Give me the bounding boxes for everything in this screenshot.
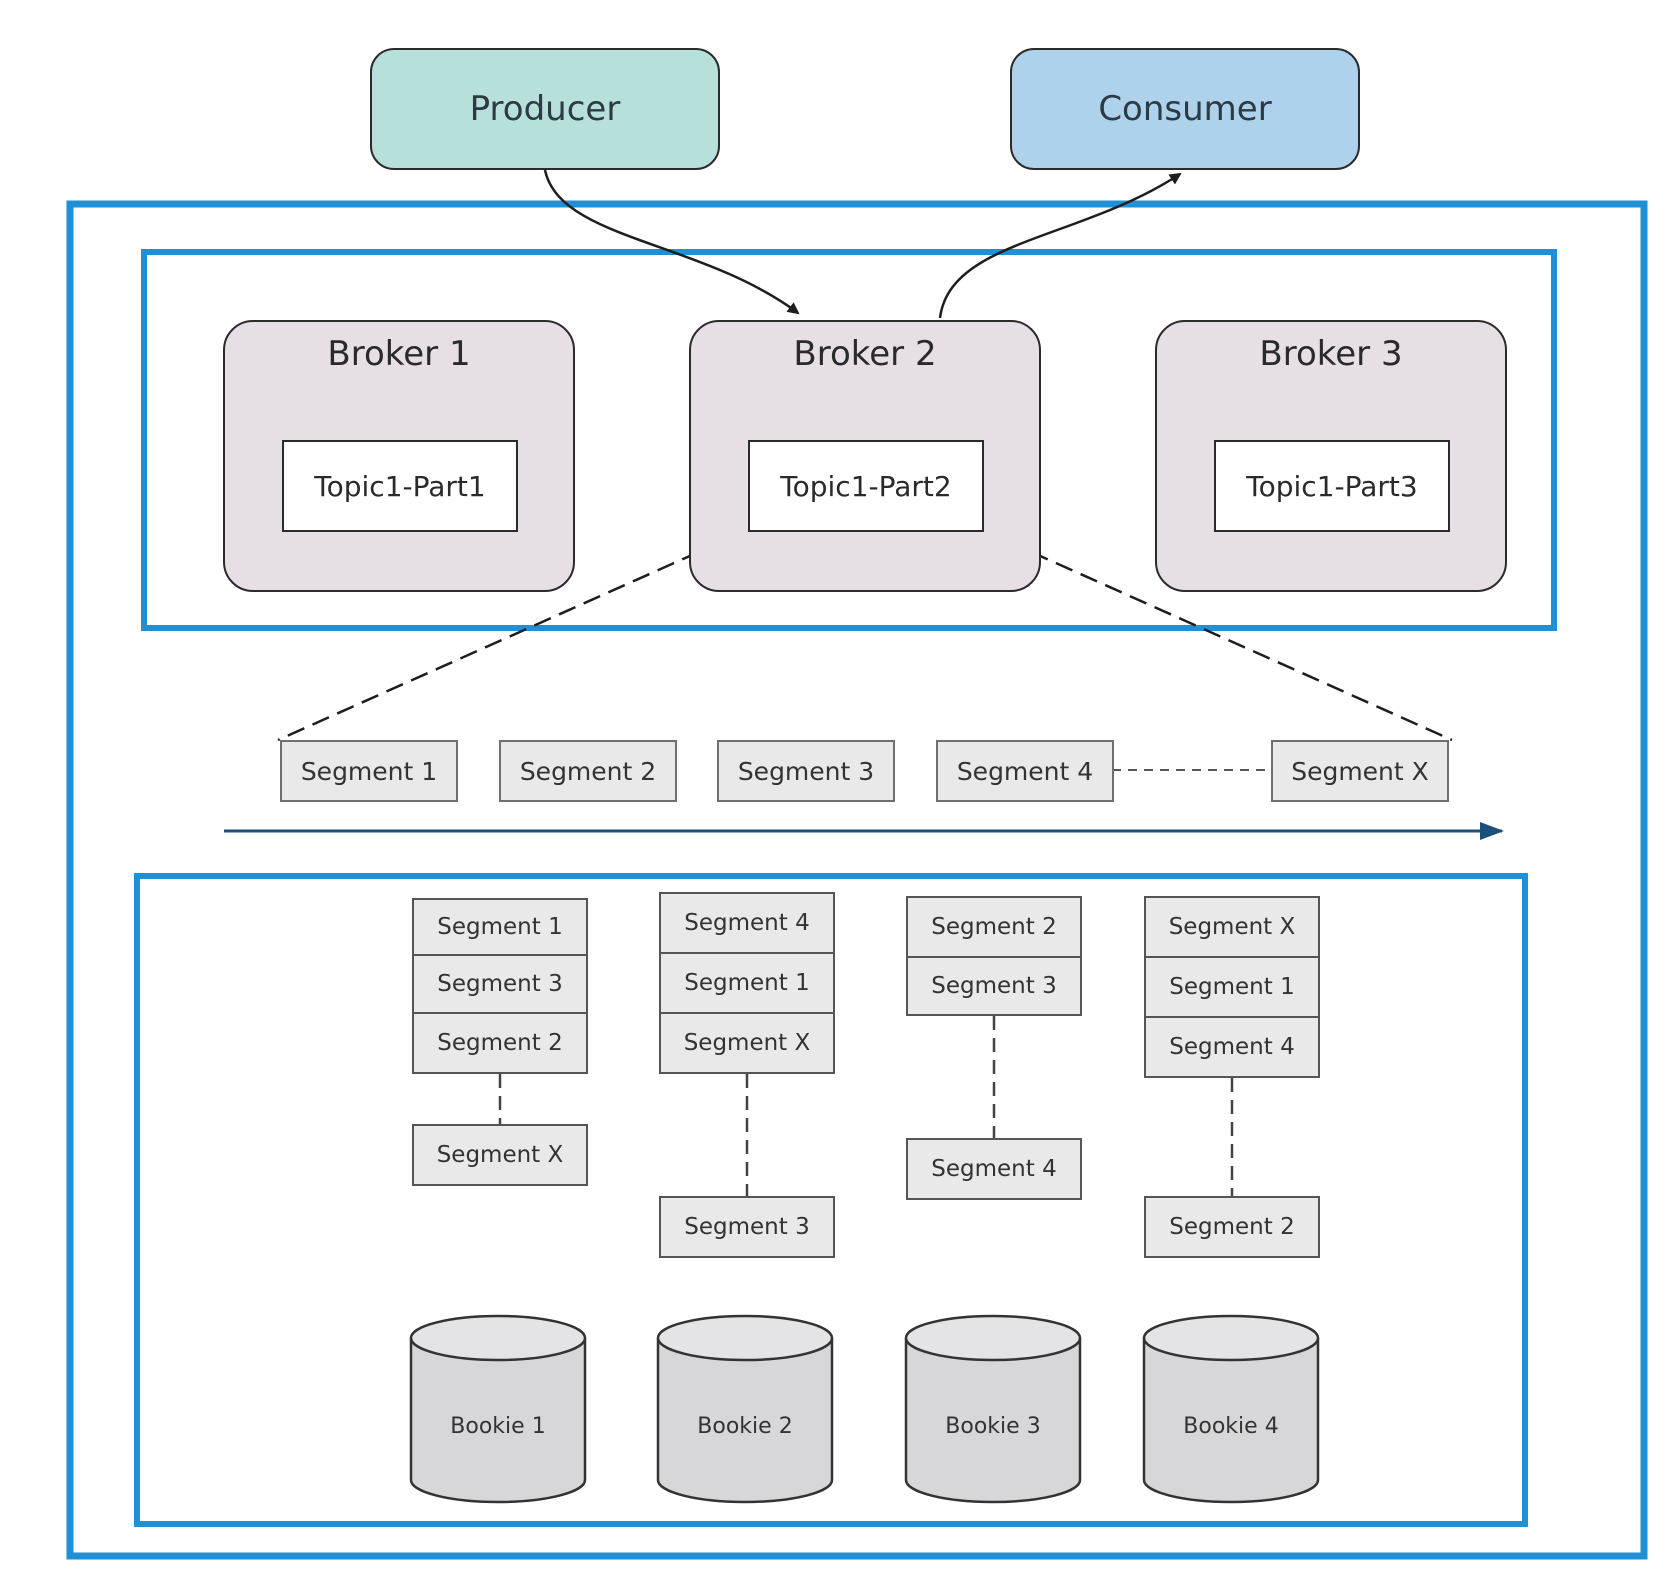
broker-layer-frame [141,249,1557,631]
broker-2-partition: Topic1-Part2 [748,440,984,532]
bookie-4-label: Bookie 4 [1183,1414,1279,1439]
bookie-4-stack-segment: Segment X [1144,896,1320,958]
bookkeeper-layer-frame [134,873,1528,1527]
broker-2-title: Broker 2 [793,334,937,374]
bookie-2-stack-segment: Segment 4 [659,892,835,954]
bookie-cylinder-4 [1142,1314,1320,1504]
broker2-to-consumer-arrow [938,172,1182,319]
broker-2: Broker 2 Topic1-Part2 [689,320,1041,592]
bookie-1-label: Bookie 1 [450,1414,546,1439]
segment-row-item: Segment 1 [280,740,458,802]
broker-3-title: Broker 3 [1259,334,1403,374]
bookie-3-last-segment: Segment 4 [906,1138,1082,1200]
zoom-line-left [277,528,749,742]
bookie-2-label: Bookie 2 [697,1414,793,1439]
segment-row-item: Segment 4 [936,740,1114,802]
bookie-1-stack-segment: Segment 3 [412,954,588,1014]
bookie-3-stack-segment: Segment 3 [906,956,1082,1016]
zoom-line-right [981,528,1453,742]
broker-3-partition: Topic1-Part3 [1214,440,1450,532]
producer-node: Producer [370,48,720,170]
bookie-1-stack-segment: Segment 2 [412,1012,588,1074]
bookie-4-stack-segment: Segment 4 [1144,1016,1320,1078]
broker-1-partition: Topic1-Part1 [282,440,518,532]
outer-frame [66,200,1648,1560]
bookie-3-label: Bookie 3 [945,1414,1041,1439]
bookie-4-stack-segment: Segment 1 [1144,956,1320,1018]
producer-label: Producer [469,89,621,129]
segment-row-item: Segment X [1271,740,1449,802]
bookie-2-stack-segment: Segment 1 [659,952,835,1014]
bookie-2-last-segment: Segment 3 [659,1196,835,1258]
consumer-label: Consumer [1098,89,1272,129]
bookie-1-stack-segment: Segment 1 [412,898,588,956]
broker-3: Broker 3 Topic1-Part3 [1155,320,1507,592]
bookie-2-stack-segment: Segment X [659,1012,835,1074]
broker-1: Broker 1 Topic1-Part1 [223,320,575,592]
segment-row-item: Segment 3 [717,740,895,802]
bookie-1-last-segment: Segment X [412,1124,588,1186]
bookie-cylinder-1 [409,1314,587,1504]
broker-1-title: Broker 1 [327,334,471,374]
producer-to-broker2-arrow [543,169,800,315]
bookie-3-stack-segment: Segment 2 [906,896,1082,958]
bookie-cylinder-2 [656,1314,834,1504]
consumer-node: Consumer [1010,48,1360,170]
bookie-cylinder-3 [904,1314,1082,1504]
bookie-4-last-segment: Segment 2 [1144,1196,1320,1258]
segment-row-item: Segment 2 [499,740,677,802]
